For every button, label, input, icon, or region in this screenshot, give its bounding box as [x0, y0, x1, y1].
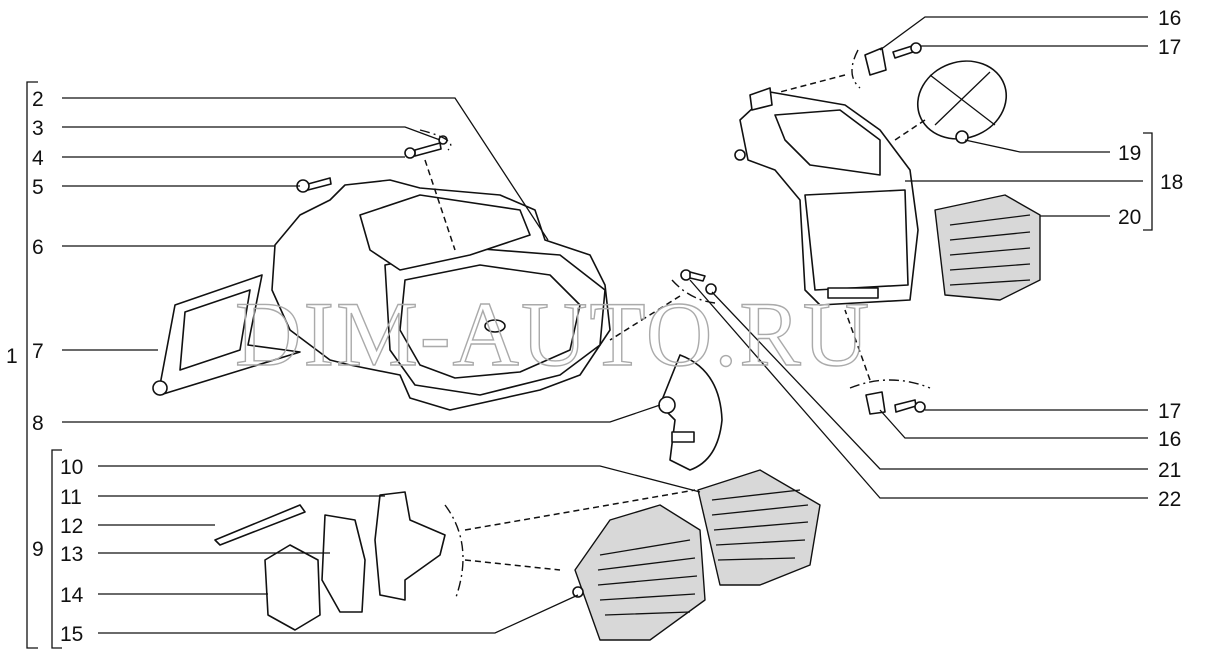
callout-labels: 1 2 3 4 5 6 7 8 9 10 11 12 13 14 15 16 1… [6, 7, 1183, 646]
part-louver-11 [374, 491, 446, 601]
callout-8: 8 [32, 412, 44, 435]
callout-3: 3 [32, 117, 44, 140]
callout-10: 10 [60, 456, 83, 479]
part-comb-12 [214, 504, 306, 546]
screw-and-nut [609, 269, 717, 341]
screws-top [296, 129, 456, 251]
callout-14: 14 [60, 584, 84, 607]
callout-18: 18 [1160, 171, 1183, 194]
part-plate-14 [264, 544, 321, 631]
leader-lines [62, 16, 1148, 634]
callout-17-top: 17 [1158, 36, 1181, 59]
callout-2: 2 [32, 88, 44, 111]
part-vent-grille-10 [697, 469, 821, 586]
callout-22: 22 [1158, 488, 1181, 511]
part-gear-sector [658, 354, 723, 471]
part-round-cover [916, 60, 1008, 144]
callout-17-bottom: 17 [1158, 400, 1181, 423]
callout-1: 1 [6, 345, 18, 368]
part-vent-grille-15 [572, 504, 706, 641]
callout-20: 20 [1118, 206, 1141, 229]
part-flap [152, 274, 301, 396]
callout-4: 4 [32, 147, 44, 170]
part-housing [271, 179, 611, 411]
part-louver-13 [321, 514, 366, 613]
part-vent-grille-right [934, 194, 1041, 301]
callout-5: 5 [32, 176, 44, 199]
watermark: DIM-AUTO.RU [235, 283, 871, 385]
callout-16-bottom: 16 [1158, 428, 1181, 451]
clips-bottom [844, 309, 931, 415]
callout-11: 11 [60, 486, 82, 509]
callout-7: 7 [32, 340, 44, 363]
group-bracket-9 [51, 449, 62, 649]
callout-19: 19 [1118, 142, 1141, 165]
callout-13: 13 [60, 543, 83, 566]
callout-9: 9 [32, 538, 44, 561]
callout-6: 6 [32, 236, 44, 259]
callout-16-top: 16 [1158, 7, 1181, 30]
group-bracket-18 [1143, 132, 1153, 231]
callout-21: 21 [1158, 459, 1181, 482]
vents-arrows [444, 489, 696, 601]
part-vent-housing [734, 87, 919, 306]
callout-12: 12 [60, 515, 83, 538]
clips-top [779, 42, 926, 141]
callout-15: 15 [60, 623, 83, 646]
group-bracket-1 [26, 81, 38, 649]
